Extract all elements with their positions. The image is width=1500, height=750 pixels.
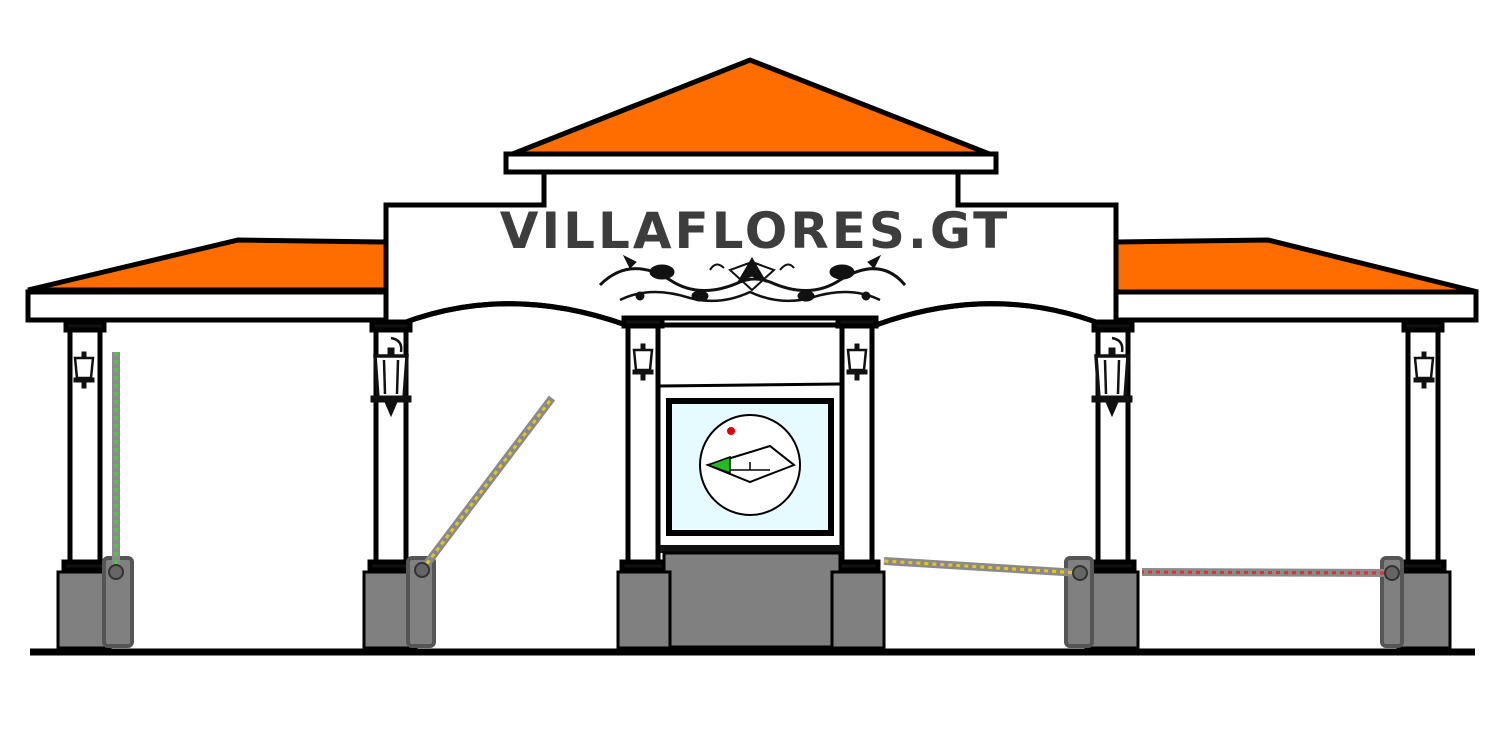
direction-marker xyxy=(705,455,731,475)
barrier-motor-3 xyxy=(1064,556,1094,648)
top-roof-slope xyxy=(509,57,993,158)
barrier-motor-4 xyxy=(1380,556,1404,648)
compass-dial-icon xyxy=(699,414,801,516)
barrier-arm-1[interactable] xyxy=(108,352,124,580)
right-arch xyxy=(875,301,1117,333)
right-roof-fascia xyxy=(1113,289,1479,323)
booth-base xyxy=(662,551,842,649)
barrier-arm-3[interactable] xyxy=(883,557,1088,581)
central-facade xyxy=(383,57,1119,334)
barrier-motor-2 xyxy=(406,556,436,648)
status-dot xyxy=(727,427,735,435)
left-roof-fascia xyxy=(25,289,391,323)
booth-counter xyxy=(660,545,842,553)
right-roof-slope xyxy=(1113,237,1479,295)
columns xyxy=(61,315,1447,573)
wall-lantern-icon xyxy=(73,336,1435,418)
barrier-motors xyxy=(102,556,1404,648)
floral-scroll-icon xyxy=(598,254,907,303)
barrier-arm-2[interactable] xyxy=(414,395,556,578)
top-roof-fascia xyxy=(503,151,999,175)
pillar-bases xyxy=(56,570,1452,650)
sign-title: VILLAFLORES.GT xyxy=(500,202,1010,260)
barrier-arm-4[interactable] xyxy=(1141,565,1400,581)
right-wing-roof xyxy=(1113,237,1479,323)
left-wing-roof xyxy=(25,237,391,323)
left-roof-slope xyxy=(27,237,389,293)
left-arch xyxy=(384,301,627,333)
